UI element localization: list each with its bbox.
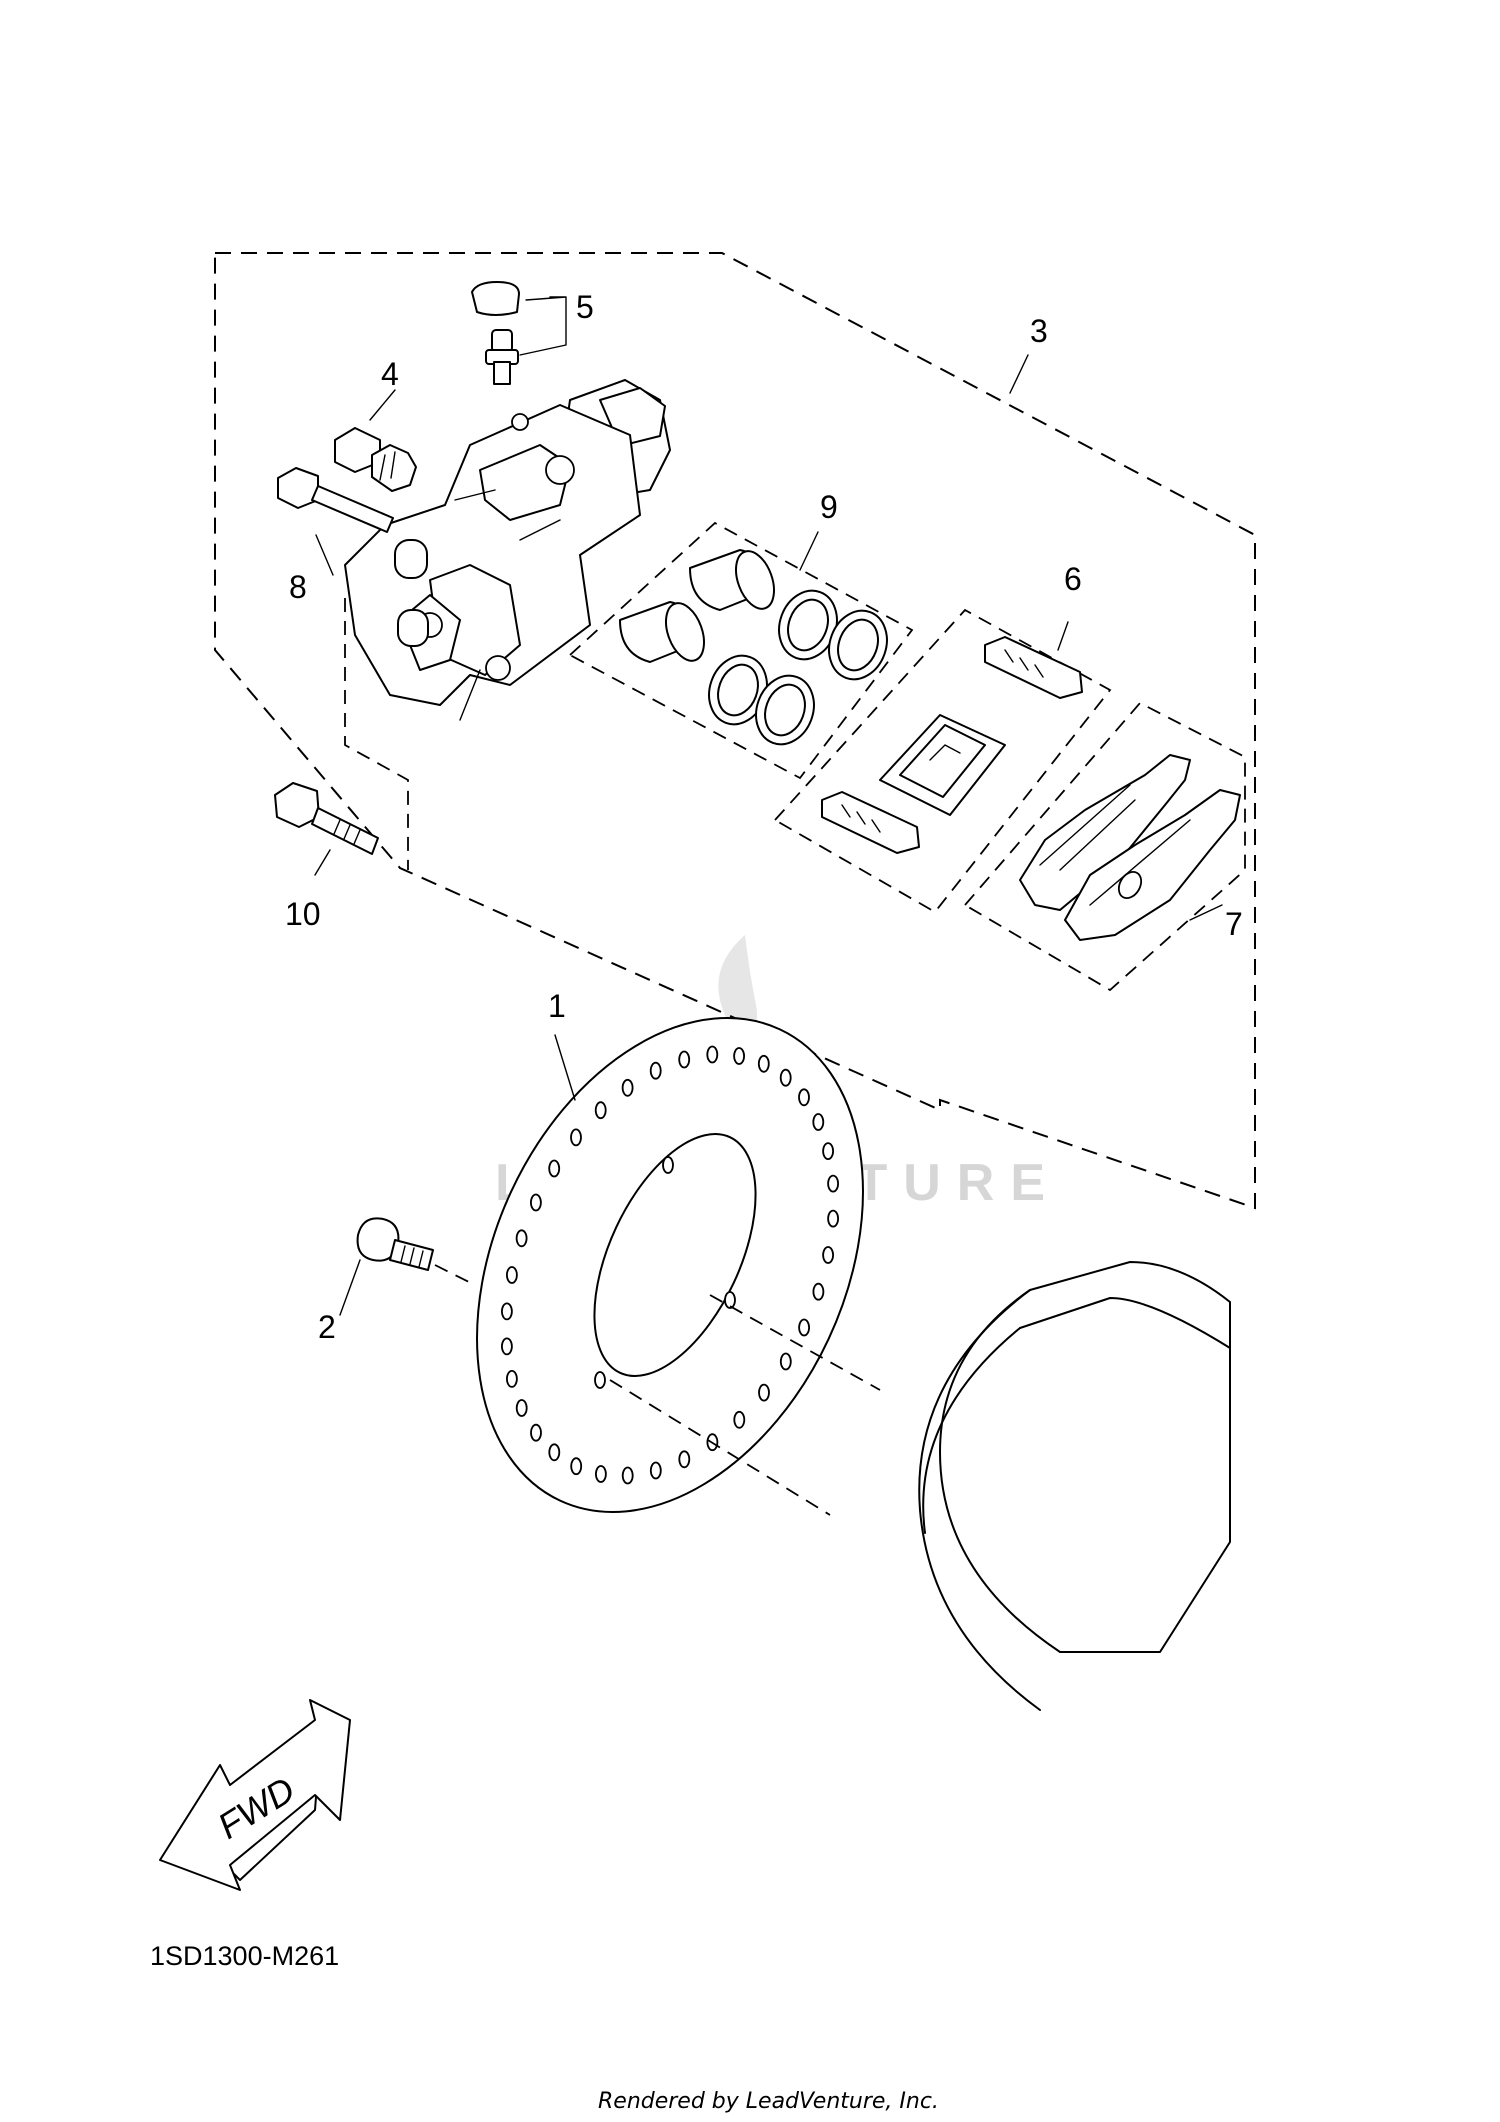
callout-8: 8	[289, 569, 307, 605]
callout-9: 9	[820, 489, 838, 525]
disc-vent-hole	[500, 1337, 513, 1356]
brake-pad-group-boundary	[963, 701, 1246, 992]
disc-vent-hole	[515, 1229, 528, 1248]
pad-support-group-boundary	[773, 608, 1112, 914]
disc-vent-hole	[595, 1465, 607, 1483]
disc-vent-hole	[500, 1302, 513, 1321]
caliper-pin-boot	[334, 427, 417, 492]
disc-vent-hole	[733, 1410, 746, 1429]
caliper-guide-bolt	[277, 467, 394, 533]
diagram-code: 1SD1300-M261	[150, 1941, 339, 1971]
callout-2: 2	[318, 1309, 336, 1345]
pad-spring-lower	[821, 791, 920, 854]
disc-vent-hole	[822, 1246, 834, 1264]
disc-vent-hole	[530, 1423, 542, 1442]
disc-vent-hole	[812, 1113, 825, 1131]
disc-vent-hole	[621, 1466, 634, 1485]
render-credit: Rendered by LeadVenture, Inc.	[598, 2089, 939, 2114]
disc-vent-hole	[678, 1450, 691, 1469]
callout-3: 3	[1030, 313, 1048, 349]
disc-vent-hole	[649, 1061, 662, 1080]
disc-vent-hole	[548, 1443, 561, 1462]
disc-vent-hole	[758, 1383, 770, 1402]
disc-vent-hole	[530, 1193, 542, 1212]
disc-bolt-hole	[724, 1291, 736, 1309]
disc-vent-hole	[649, 1461, 662, 1480]
forward-direction-arrow: FWD	[159, 1699, 351, 1891]
bolt-group-boundary	[344, 598, 409, 870]
hub-leader-line	[709, 1294, 881, 1391]
caliper-mounting-bolt	[274, 782, 379, 855]
disc-vent-hole	[548, 1159, 561, 1178]
dust-seal	[755, 674, 815, 746]
screw-leader-line	[434, 1264, 476, 1286]
bleed-screw-cap	[471, 281, 520, 316]
disc-vent-hole	[515, 1399, 528, 1417]
brake-pad-inner	[1019, 754, 1191, 911]
piston-seal	[778, 589, 838, 661]
disc-bolt-hole	[662, 1156, 674, 1174]
disc-holes	[500, 1045, 839, 1485]
disc-vent-hole	[779, 1352, 792, 1371]
leader-lines	[314, 296, 1223, 1316]
piston-seal-group-boundary	[568, 521, 914, 780]
disc-vent-hole	[570, 1457, 583, 1476]
bleed-screw	[485, 329, 519, 385]
disc-vent-hole	[678, 1050, 691, 1069]
callout-4: 4	[381, 356, 399, 392]
disc-vent-hole	[798, 1088, 810, 1107]
disc-vent-hole	[505, 1266, 518, 1284]
disc-vent-hole	[812, 1282, 825, 1301]
disc-vent-hole	[827, 1209, 839, 1228]
pad-spring-upper	[984, 636, 1083, 699]
callout-6: 6	[1064, 561, 1082, 597]
disc-vent-hole	[594, 1101, 607, 1120]
disc-vent-hole	[570, 1128, 582, 1147]
disc-vent-hole	[505, 1370, 518, 1388]
disc-vent-hole	[798, 1318, 810, 1337]
brake-disc	[476, 1017, 864, 1513]
callout-labels: 1 2 3 4 5 6 7 8 9 10	[285, 289, 1243, 1345]
disc-vent-hole	[822, 1142, 834, 1160]
disc-bolt-hole	[594, 1371, 606, 1389]
dust-seal	[708, 654, 768, 726]
brake-caliper-body	[344, 379, 671, 721]
disc-mounting-screw	[356, 1217, 434, 1271]
disc-vent-hole	[757, 1054, 770, 1073]
disc-vent-hole	[733, 1047, 745, 1065]
callout-5: 5	[576, 289, 594, 325]
disc-vent-hole	[621, 1078, 634, 1097]
callout-1: 1	[548, 988, 566, 1024]
brake-pad-outer	[1064, 789, 1241, 941]
callout-7: 7	[1225, 906, 1243, 942]
piston-seal	[828, 609, 888, 681]
wheel-hub	[918, 1261, 1231, 1711]
brake-caliper-kit-boundary	[214, 252, 1256, 1210]
callout-10: 10	[285, 896, 321, 932]
caliper-piston	[689, 549, 775, 611]
hub-leader-line	[609, 1379, 831, 1516]
pad-support-plate	[879, 714, 1006, 816]
disc-vent-hole	[779, 1068, 792, 1087]
disc-vent-hole	[706, 1045, 719, 1064]
disc-vent-hole	[827, 1174, 839, 1193]
caliper-piston	[619, 601, 705, 663]
